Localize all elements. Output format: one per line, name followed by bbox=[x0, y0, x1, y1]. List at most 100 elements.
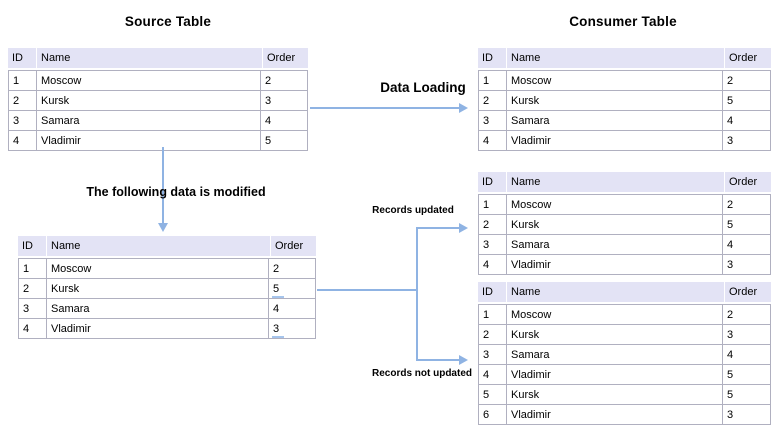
cell-value: 5 bbox=[727, 368, 734, 381]
branch-bottom-line bbox=[416, 359, 460, 361]
cell-value: 2 bbox=[727, 74, 734, 87]
table-cell: 5 bbox=[723, 91, 770, 110]
cell-value: 4 bbox=[727, 238, 734, 251]
cell-value: Vladimir bbox=[51, 322, 91, 335]
table-cell: Vladimir bbox=[37, 131, 261, 150]
table-cell: 3 bbox=[723, 131, 770, 150]
cell-value: 5 bbox=[483, 388, 490, 401]
table-cell: 5 bbox=[261, 131, 307, 150]
cell-value: 2 bbox=[483, 218, 490, 231]
table-cell: 2 bbox=[269, 259, 315, 278]
cell-value: 2 bbox=[727, 308, 734, 321]
table-cell: 2 bbox=[723, 305, 770, 324]
cell-value: Kursk bbox=[41, 94, 70, 107]
table-cell: 3 bbox=[723, 405, 770, 424]
cell-value: Kursk bbox=[51, 282, 80, 295]
column-header: Order bbox=[262, 48, 308, 68]
table-cell: 3 bbox=[19, 299, 47, 318]
table-cell: Vladimir bbox=[47, 319, 269, 338]
cell-value: Samara bbox=[41, 114, 80, 127]
cell-value: 3 bbox=[265, 94, 272, 107]
cell-value: Kursk bbox=[511, 94, 540, 107]
table-cell: 3 bbox=[723, 255, 770, 274]
table-cell: 1 bbox=[479, 195, 507, 214]
table-cell: 3 bbox=[261, 91, 307, 110]
table-cell: 4 bbox=[269, 299, 315, 318]
data-loading-arrow-line bbox=[310, 107, 460, 109]
table-cell: Kursk bbox=[507, 325, 723, 344]
cell-value: 4 bbox=[483, 368, 490, 381]
table-cell: 2 bbox=[723, 71, 770, 90]
table-cell: 5 bbox=[723, 215, 770, 234]
table-cell: 4 bbox=[9, 131, 37, 150]
table-cell: Vladimir bbox=[507, 405, 723, 424]
column-header: Name bbox=[506, 172, 724, 192]
consumer-table-title: Consumer Table bbox=[569, 14, 677, 29]
table-cell: Kursk bbox=[37, 91, 261, 110]
cell-value: Samara bbox=[511, 238, 550, 251]
column-header: Order bbox=[724, 282, 771, 302]
modified-value: 3 bbox=[272, 322, 284, 338]
branch-vertical-line bbox=[416, 227, 418, 361]
cell-value: Kursk bbox=[511, 218, 540, 231]
cell-value: 6 bbox=[483, 408, 490, 421]
table-row: 4 Vladimir 5 bbox=[479, 365, 770, 385]
cell-value: 3 bbox=[727, 258, 734, 271]
data-loading-label: Data Loading bbox=[380, 80, 466, 95]
table-cell: Moscow bbox=[47, 259, 269, 278]
cell-value: 3 bbox=[483, 348, 490, 361]
records-not-updated-label: Records not updated bbox=[371, 368, 472, 379]
table-row: 2 Kursk 5 bbox=[479, 215, 770, 235]
table-cell: 5 bbox=[479, 385, 507, 404]
cell-value: 4 bbox=[483, 134, 490, 147]
cell-value: 3 bbox=[13, 114, 20, 127]
cell-value: 1 bbox=[13, 74, 20, 87]
table-cell: 4 bbox=[479, 255, 507, 274]
table-cell: Kursk bbox=[507, 215, 723, 234]
table-cell: Vladimir bbox=[507, 131, 723, 150]
modified-arrow-line bbox=[162, 147, 164, 224]
records-updated-arrowhead-icon bbox=[459, 223, 468, 233]
column-header: ID bbox=[482, 286, 493, 298]
table-cell: 4 bbox=[723, 111, 770, 130]
table-row: 2 Kursk 5 bbox=[479, 91, 770, 111]
cell-value: 2 bbox=[273, 262, 280, 275]
column-header: ID bbox=[482, 52, 493, 64]
table-cell: Moscow bbox=[507, 71, 723, 90]
table-cell: Samara bbox=[507, 345, 723, 364]
column-header: Name bbox=[506, 48, 724, 68]
table-cell: 3 bbox=[269, 319, 315, 338]
modified-value: 5 bbox=[272, 282, 284, 298]
cell-value: Moscow bbox=[511, 308, 552, 321]
column-header: Name bbox=[506, 282, 724, 302]
cell-value: 1 bbox=[23, 262, 30, 275]
table-cell: 2 bbox=[9, 91, 37, 110]
cell-value: 1 bbox=[483, 74, 490, 87]
column-header: ID bbox=[22, 240, 33, 252]
table-cell: 2 bbox=[479, 91, 507, 110]
data-loading-arrowhead-icon bbox=[459, 103, 468, 113]
table-cell: 4 bbox=[479, 131, 507, 150]
table-cell: Vladimir bbox=[507, 365, 723, 384]
table-cell: 1 bbox=[9, 71, 37, 90]
